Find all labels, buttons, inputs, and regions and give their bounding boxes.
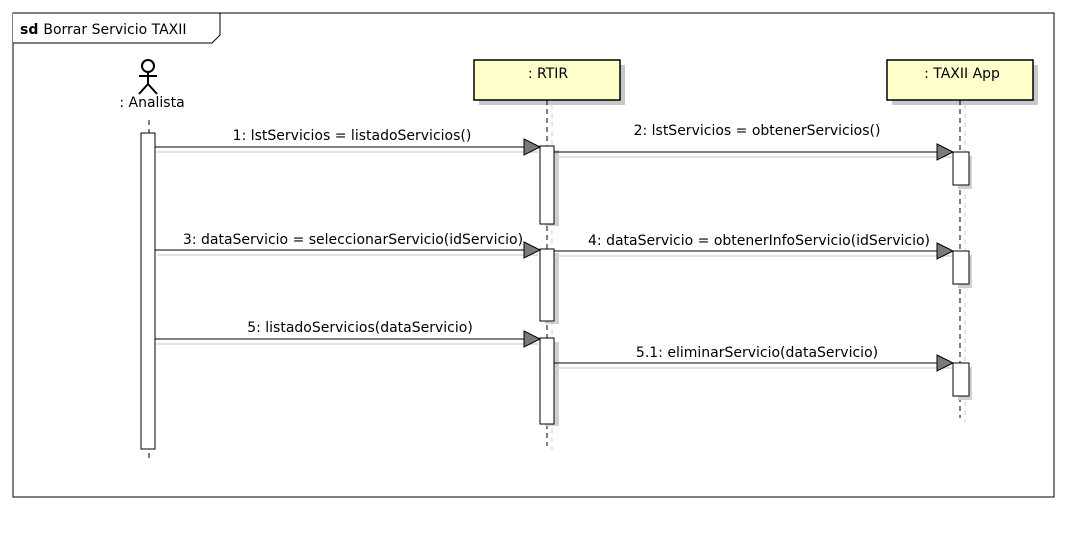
- lifeline-head-rtir: : RTIR: [473, 59, 625, 105]
- actor-stick-figure-icon: [138, 59, 158, 95]
- frame-keyword: sd: [20, 22, 38, 38]
- activation-rtir-1: [539, 145, 555, 225]
- lifeline-label-rtir: : RTIR: [528, 66, 569, 82]
- activation-analista: [140, 132, 156, 450]
- frame-tab: [13, 12, 221, 44]
- activation-rtir-3: [539, 337, 555, 425]
- message-3: 3: dataServicio = seleccionarServicio(id…: [155, 232, 542, 259]
- message-1: 1: lstServicios = listadoServicios(): [155, 128, 542, 156]
- activation-rtir-2: [539, 248, 555, 322]
- frame-name: Borrar Servicio TAXII: [43, 22, 186, 38]
- activations: [140, 132, 972, 450]
- message-label: 2: lstServicios = obtenerServicios(): [634, 123, 881, 139]
- message-4: 4: dataServicio = obtenerInfoServicio(id…: [554, 233, 955, 260]
- arrowhead-icon: [523, 330, 542, 348]
- lifeline-head-box: [886, 59, 1034, 101]
- message-label: 5: listadoServicios(dataServicio): [247, 320, 473, 336]
- message-2: 2: lstServicios = obtenerServicios(): [554, 123, 955, 161]
- arrowhead-icon: [936, 242, 955, 260]
- activation-taxii-1: [952, 151, 970, 186]
- actor-analista: : Analista: [119, 59, 185, 111]
- lifeline-head-taxii: : TAXII App: [886, 59, 1038, 105]
- arrowhead-icon: [936, 354, 955, 372]
- activation-taxii-3: [952, 362, 970, 397]
- message-label: 4: dataServicio = obtenerInfoServicio(id…: [588, 233, 930, 249]
- arrowhead-icon: [523, 241, 542, 259]
- message-label: 3: dataServicio = seleccionarServicio(id…: [183, 232, 523, 248]
- message-label: 5.1: eliminarServicio(dataServicio): [636, 345, 878, 361]
- arrowhead-icon: [523, 138, 542, 156]
- message-5-1: 5.1: eliminarServicio(dataServicio): [554, 345, 955, 372]
- frame-title: sd Borrar Servicio TAXII: [20, 22, 187, 38]
- actor-label: : Analista: [119, 95, 184, 111]
- activation-taxii-2: [952, 250, 970, 285]
- arrowhead-icon: [936, 143, 955, 161]
- message-label: 1: lstServicios = listadoServicios(): [233, 128, 472, 144]
- message-5: 5: listadoServicios(dataServicio): [155, 320, 542, 348]
- diagram-frame: sd Borrar Servicio TAXII: [12, 12, 1055, 498]
- lifeline-label-taxii: : TAXII App: [924, 66, 1000, 82]
- frame-border: [12, 12, 1055, 498]
